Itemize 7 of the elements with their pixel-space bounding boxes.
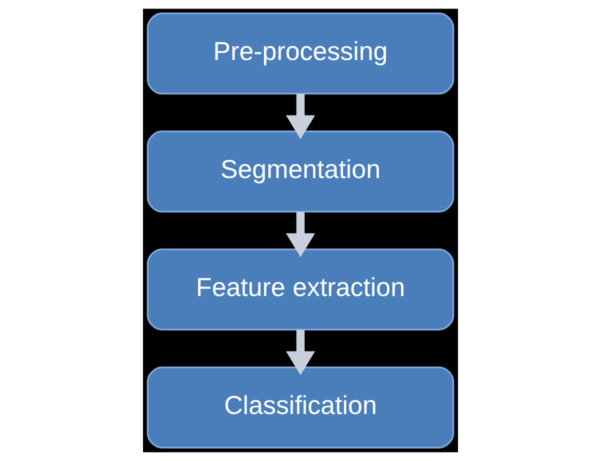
arrow: [285, 330, 315, 376]
arrow: [285, 212, 315, 258]
node-box: Classification: [146, 366, 454, 448]
node-box: Feature extraction: [146, 248, 454, 330]
node-box: Pre-processing: [146, 12, 454, 95]
node-box: Segmentation: [146, 130, 454, 212]
arrow: [285, 94, 315, 140]
